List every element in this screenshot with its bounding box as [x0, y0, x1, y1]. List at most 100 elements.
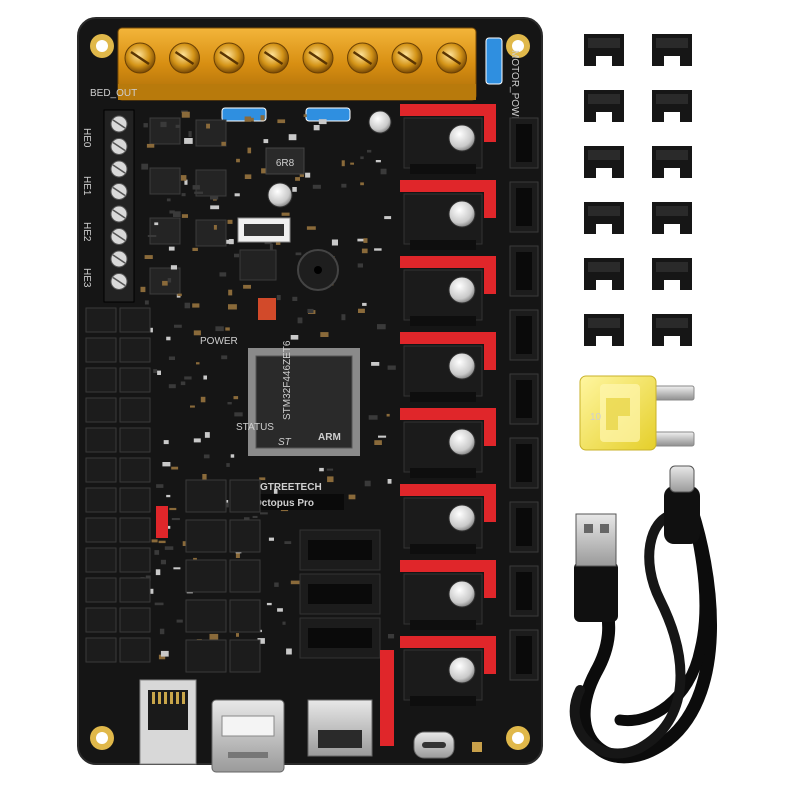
io-connector [85, 367, 117, 393]
smd-part [374, 248, 382, 251]
smd-part [320, 332, 329, 337]
smd-part [203, 375, 207, 380]
smd-part [219, 272, 227, 277]
smd-part [162, 462, 171, 467]
smd-part [164, 546, 174, 550]
smd-part [173, 567, 181, 570]
smd-part [169, 507, 177, 511]
smd-part [388, 634, 395, 639]
smd-part [168, 384, 176, 389]
io-connector [229, 519, 261, 553]
jumper-cap [584, 90, 624, 122]
octopus-pro-board: MOTOR_POWER BED_OUT HE0 HE1 HE2 HE3 6R8 [77, 17, 543, 773]
driver-capacitor [448, 656, 476, 684]
mosfet [195, 119, 227, 147]
smd-part [318, 119, 327, 125]
smd-part [228, 289, 233, 296]
smd-part [233, 396, 239, 400]
smd-part [313, 125, 320, 131]
driver-header-top [400, 560, 496, 572]
smd-part [243, 284, 251, 289]
mcu-label: STM32F446ZET6 [282, 340, 293, 420]
smd-part [144, 300, 149, 305]
smd-part [192, 247, 198, 251]
smd-part [160, 121, 167, 128]
driver-capacitor [448, 200, 476, 228]
jumper-cap [652, 258, 692, 290]
smd-part [269, 243, 273, 250]
smd-part [168, 356, 175, 360]
io-connector [185, 559, 227, 593]
smd-part [181, 193, 186, 197]
smd-part [299, 174, 304, 177]
smd-part [202, 474, 207, 480]
io-connector [85, 607, 117, 633]
smd-part [209, 633, 219, 640]
smd-part [273, 488, 278, 494]
smd-part [286, 648, 292, 655]
driver-capacitor [448, 580, 476, 608]
smd-part [157, 370, 161, 375]
jumper-cap [652, 146, 692, 178]
smd-part [228, 304, 237, 310]
smd-part [367, 149, 372, 153]
smd-part [357, 238, 366, 242]
smd-part [213, 225, 217, 230]
io-connectors [85, 307, 261, 673]
brand-label: BIGTREETECH [250, 482, 322, 493]
status-label: STATUS [236, 422, 274, 433]
smd-part [148, 327, 153, 333]
smd-part [154, 602, 164, 606]
smd-part [252, 515, 258, 518]
smd-part [362, 302, 367, 306]
smd-part [151, 539, 158, 543]
driver-pins [410, 240, 476, 250]
io-connector [119, 487, 151, 513]
he3-label: HE3 [81, 268, 92, 288]
smd-part [350, 162, 354, 165]
usb-a-plug [574, 562, 618, 622]
driver-capacitor [448, 504, 476, 532]
smd-part [260, 115, 265, 121]
smd-part [234, 412, 243, 417]
jumper-cap [652, 202, 692, 234]
smd-part [244, 116, 252, 122]
blade-fuse: 10 [579, 375, 695, 451]
io-connector [85, 427, 117, 453]
fuse-rating: 10 [590, 412, 602, 423]
smd-part [156, 484, 164, 488]
capacitor [368, 110, 392, 134]
smd-part [264, 241, 272, 245]
mounting-holes [90, 34, 530, 750]
jumper-cap [584, 258, 624, 290]
smd-part [230, 454, 235, 458]
driver-header-top [400, 636, 496, 648]
smd-part [155, 569, 161, 576]
smd-part [193, 557, 197, 561]
smd-part [180, 381, 186, 386]
smd-part [160, 650, 169, 657]
smd-part [235, 552, 240, 558]
smd-part [281, 212, 290, 216]
driver-capacitor [448, 124, 476, 152]
io-connector [119, 577, 151, 603]
jumper-cap [584, 314, 624, 346]
driver-header-side [484, 560, 496, 598]
smd-part [154, 222, 159, 226]
driver-pins [410, 696, 476, 706]
driver-header-side [484, 332, 496, 370]
smd-part [192, 185, 200, 190]
smd-part [236, 158, 240, 163]
smd-part [221, 355, 228, 360]
jumper-cap [584, 34, 624, 66]
smd-part [244, 174, 252, 179]
smd-part [193, 330, 201, 336]
jumper-cap [652, 34, 692, 66]
io-connector [185, 599, 227, 633]
smd-part [263, 139, 269, 144]
io-connector [185, 519, 227, 553]
sd-card-slot [307, 699, 373, 757]
smd-part [167, 278, 172, 283]
smd-part [188, 131, 192, 137]
